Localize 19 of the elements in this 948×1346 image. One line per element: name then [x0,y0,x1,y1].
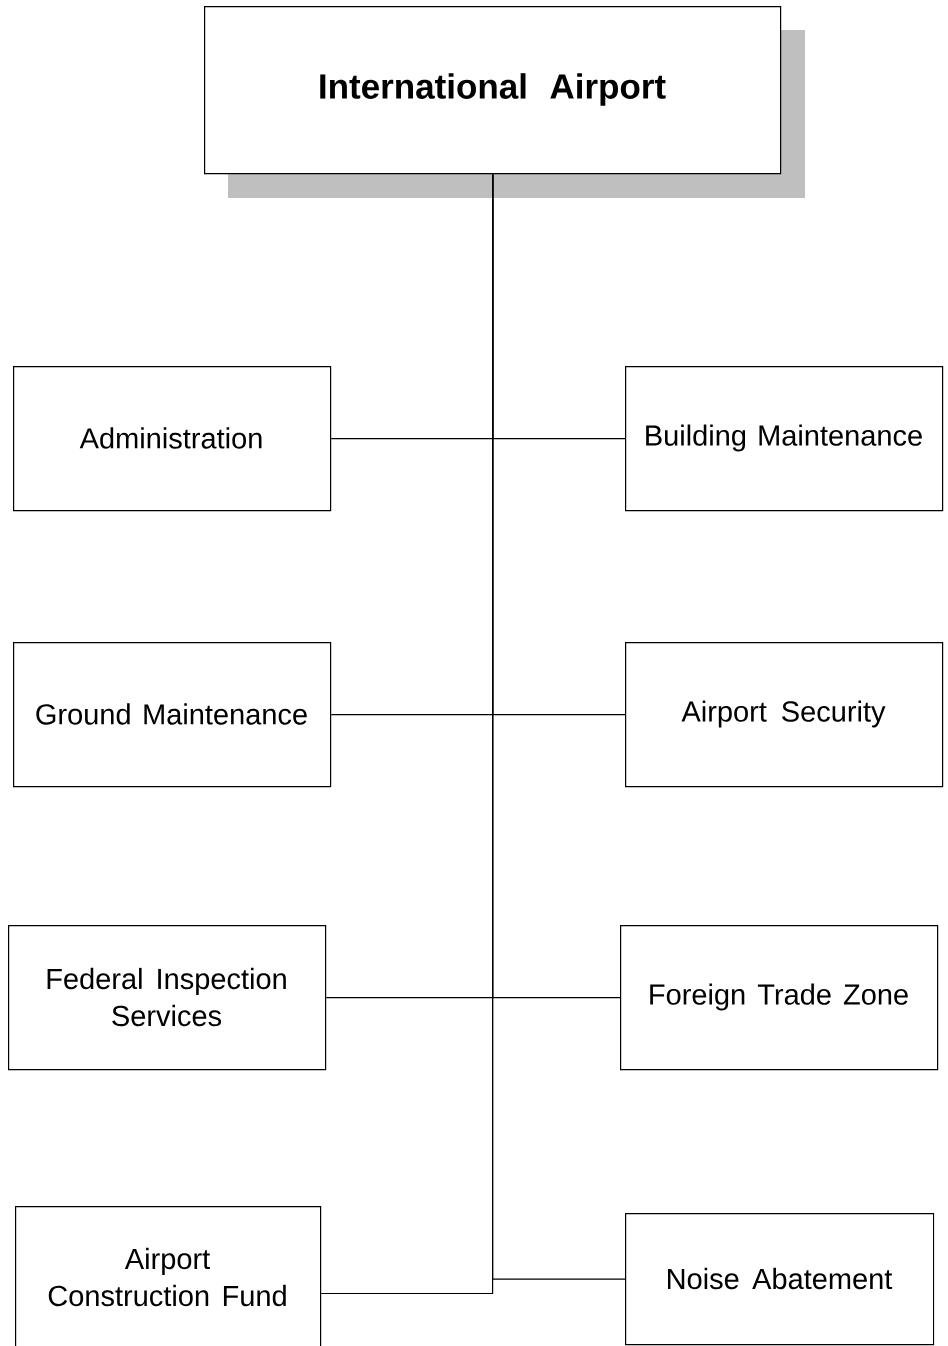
department-box [620,925,939,1071]
department-box [625,366,944,512]
department-box [625,1213,935,1346]
department-box [13,642,332,788]
department-box [8,925,327,1071]
department-box [13,366,332,512]
connector-line [492,173,626,1280]
box-label: International Airport [320,73,666,106]
box-label: Federal Inspection Services [47,967,286,1027]
box-label: Foreign Trade Zone [650,983,908,1011]
box-label: Ground Maintenance [36,703,307,725]
department-box [625,642,944,788]
box-label: Building Maintenance [646,424,922,452]
box-label: Noise Abatement [668,1267,893,1290]
title-box [204,6,782,175]
box-label: Airport Security [681,700,886,728]
box-label: Administration [79,427,262,449]
department-box [15,1206,322,1346]
box-label: Airport Construction Fund [48,1247,286,1307]
